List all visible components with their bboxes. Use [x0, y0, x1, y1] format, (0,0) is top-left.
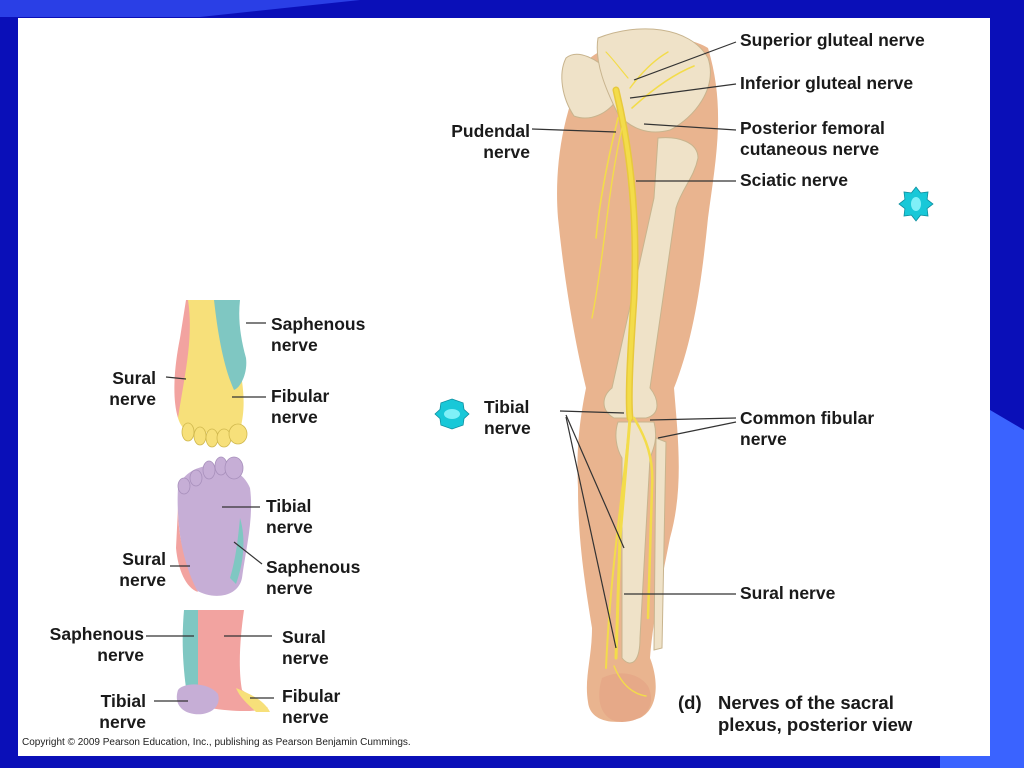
- foot-top-label-saphenous: Saphenous nerve: [271, 314, 365, 355]
- star-burst-icon: [898, 186, 934, 222]
- figure-caption: (d) Nerves of the sacral plexus, posteri…: [678, 692, 912, 736]
- label-line: Tibial: [100, 691, 146, 711]
- heel: [599, 673, 652, 722]
- zone-saphenous: [182, 610, 200, 688]
- label-line: Tibial: [484, 397, 530, 417]
- zone-saphenous: [214, 300, 247, 390]
- foot-back-label-saphenous: Saphenous nerve: [20, 624, 144, 665]
- label-line: Tibial: [266, 496, 312, 516]
- label-line: nerve: [271, 334, 318, 355]
- zone-sural: [198, 610, 268, 711]
- label-posterior-femoral-cutaneous-nerve: Posterior femoral cutaneous nerve: [740, 118, 885, 159]
- label-line: nerve: [109, 388, 156, 409]
- slide-canvas: Superior gluteal nerve Inferior gluteal …: [18, 18, 990, 756]
- foot-sole-illustration: [176, 456, 252, 596]
- accent-corner: [940, 410, 1024, 768]
- label-line: cutaneous nerve: [740, 138, 880, 159]
- foot-top-label-sural: Sural nerve: [90, 368, 156, 409]
- foot-back-label-sural: Sural nerve: [282, 627, 329, 668]
- label-line: Saphenous: [49, 624, 144, 644]
- label-line: Saphenous: [271, 314, 366, 334]
- fibula-bone: [653, 437, 667, 651]
- label-line: Fibular: [282, 686, 341, 706]
- label-line: Pudendal: [451, 121, 530, 141]
- label-line: nerve: [282, 647, 329, 668]
- foot-sole-label-saphenous: Saphenous nerve: [266, 557, 360, 598]
- anatomy-illustration: [146, 28, 934, 722]
- label-line: Saphenous: [266, 557, 361, 577]
- label-line: nerve: [282, 706, 329, 727]
- foot-back-illustration: [176, 610, 270, 715]
- label-pudendal-nerve: Pudendal nerve: [422, 121, 530, 162]
- label-line: Sural: [112, 368, 156, 388]
- foot-sole-label-sural: Sural nerve: [100, 549, 166, 590]
- label-line: nerve: [740, 428, 787, 449]
- caption-letter: (d): [678, 692, 702, 713]
- foot-top-label-fibular: Fibular nerve: [271, 386, 329, 427]
- label-line: nerve: [119, 569, 166, 590]
- label-line: Common fibular: [740, 408, 875, 428]
- label-line: nerve: [271, 406, 318, 427]
- zone-sural: [176, 508, 198, 592]
- label-line: nerve: [483, 141, 530, 162]
- leg-nerves: [591, 51, 695, 697]
- label-line: nerve: [484, 417, 531, 438]
- label-line: Sural: [122, 549, 166, 569]
- label-line: nerve: [266, 516, 313, 537]
- label-common-fibular-nerve: Common fibular nerve: [740, 408, 874, 449]
- caption-line-1: Nerves of the sacral: [718, 692, 894, 713]
- caption-line-2: plexus, posterior view: [718, 714, 913, 735]
- label-line: nerve: [266, 577, 313, 598]
- zone-tibial: [176, 684, 219, 715]
- label-line: nerve: [99, 711, 146, 732]
- label-line: Posterior femoral: [740, 118, 885, 138]
- foot-back-label-fibular: Fibular nerve: [282, 686, 340, 727]
- label-line: Fibular: [271, 386, 330, 406]
- foot-top-illustration: [174, 300, 248, 448]
- leg-illustration: [557, 28, 719, 722]
- foot-back-label-tibial: Tibial nerve: [76, 691, 146, 732]
- label-line: nerve: [97, 644, 144, 665]
- zone-saphenous: [230, 518, 244, 584]
- label-line: Sural: [282, 627, 326, 647]
- label-sural-nerve: Sural nerve: [740, 583, 836, 603]
- femur-bone: [603, 137, 699, 419]
- foot-sole-label-tibial: Tibial nerve: [266, 496, 313, 537]
- leader-lines: [146, 41, 737, 702]
- label-superior-gluteal-nerve: Superior gluteal nerve: [740, 30, 925, 50]
- star-burst-icon: [434, 398, 470, 430]
- label-inferior-gluteal-nerve: Inferior gluteal nerve: [740, 73, 914, 93]
- label-sciatic-nerve: Sciatic nerve: [740, 170, 848, 190]
- copyright-notice: Copyright © 2009 Pearson Education, Inc.…: [22, 737, 411, 748]
- label-tibial-nerve: Tibial nerve: [484, 397, 531, 438]
- zone-tibial: [177, 465, 252, 596]
- zone-fibular: [236, 688, 270, 712]
